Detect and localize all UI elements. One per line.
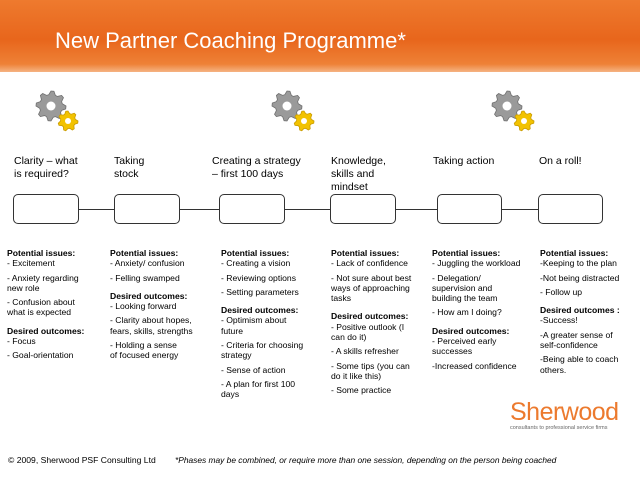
stage-column-on-a-roll: Potential issues:-Keeping to the plan -No…	[540, 248, 635, 379]
stage-label-creating-strategy: Creating a strategy – first 100 days	[212, 155, 301, 180]
potential-issue-item: - How am I doing?	[432, 307, 502, 318]
desired-outcomes-heading: Desired outcomes:	[331, 311, 409, 322]
stage-label-taking-action: Taking action	[433, 155, 495, 167]
desired-outcome-item: - Sense of action	[221, 364, 286, 375]
stage-box-creating-strategy	[219, 194, 285, 224]
desired-outcome-item: - Focus	[7, 336, 36, 347]
logo-name: Sherwood	[510, 398, 619, 426]
potential-issues-heading: Potential issues:	[331, 248, 400, 258]
stage-connector	[79, 209, 114, 210]
gears-icon	[34, 88, 80, 134]
stage-box-on-a-roll	[538, 194, 603, 224]
desired-outcome-item: -Being able to coach others.	[540, 354, 619, 375]
title-bar: New Partner Coaching Programme*	[0, 0, 640, 72]
desired-outcomes-heading: Desired outcomes:	[7, 325, 85, 336]
potential-issue-item: -Keeping to the plan	[540, 258, 617, 269]
potential-issue-item: - Delegation/ supervision and building t…	[432, 272, 498, 304]
potential-issue-item: - Anxiety regarding new role	[7, 272, 79, 293]
potential-issue-item: - Setting parameters	[221, 286, 299, 297]
potential-issue-item: -Not being distracted	[540, 272, 620, 283]
stage-label-clarity: Clarity – what is required?	[14, 155, 78, 180]
desired-outcome-item: - Criteria for choosing strategy	[221, 340, 304, 361]
stage-column-creating-strategy: Potential issues:- Creating a vision - Re…	[221, 248, 321, 404]
potential-issue-item: - Juggling the workload	[432, 258, 521, 269]
potential-issue-item: - Follow up	[540, 286, 583, 297]
desired-outcomes-heading: Desired outcomes:	[432, 325, 510, 336]
potential-issue-item: - Felling swamped	[110, 272, 180, 283]
desired-outcome-item: - A plan for first 100 days	[221, 378, 296, 400]
stage-column-clarity: Potential issues:- Excitement - Anxiety r…	[7, 248, 107, 365]
desired-outcome-item: - Goal-orientation	[7, 350, 74, 361]
stage-column-knowledge: Potential issues:- Lack of confidence - N…	[331, 248, 426, 400]
stage-column-taking-stock: Potential issues:- Anxiety/ confusion - F…	[110, 248, 210, 365]
gears-icon	[270, 88, 316, 134]
stage-connector	[180, 209, 219, 210]
stage-connector	[285, 209, 330, 210]
potential-issue-item: - Not sure about best ways of approachin…	[331, 272, 412, 304]
stage-box-clarity	[13, 194, 79, 224]
stage-box-knowledge	[330, 194, 396, 224]
stage-label-taking-stock: Taking stock	[114, 155, 145, 180]
potential-issue-item: - Lack of confidence	[331, 258, 408, 269]
gears-icon	[490, 88, 536, 134]
desired-outcome-item: - Optimism about future	[221, 315, 287, 336]
copyright-text: © 2009, Sherwood PSF Consulting Ltd	[8, 455, 156, 465]
potential-issues-heading: Potential issues:	[540, 248, 609, 258]
desired-outcome-item: -A greater sense of self-confidence	[540, 329, 613, 351]
desired-outcome-item: - Some practice	[331, 385, 392, 396]
desired-outcome-item: - Some tips (you can do it like this)	[331, 360, 410, 381]
desired-outcome-item: - Looking forward	[110, 301, 177, 312]
potential-issues-heading: Potential issues:	[110, 248, 179, 258]
desired-outcomes-heading: Desired outcomes:	[221, 305, 299, 316]
stage-label-knowledge: Knowledge, skills and mindset	[331, 155, 386, 193]
potential-issue-item: - Creating a vision	[221, 258, 291, 269]
stage-connector	[502, 209, 538, 210]
stage-column-taking-action: Potential issues:- Juggling the workload…	[432, 248, 532, 375]
desired-outcome-item: - A skills refresher	[331, 346, 399, 357]
potential-issue-item: - Reviewing options	[221, 272, 296, 283]
desired-outcome-item: -Increased confidence	[432, 360, 517, 371]
potential-issue-item: - Excitement	[7, 258, 55, 269]
potential-issues-heading: Potential issues:	[221, 248, 290, 258]
desired-outcome-item: - Positive outlook (I can do it)	[331, 321, 405, 343]
desired-outcomes-heading: Desired outcomes:	[110, 290, 188, 301]
potential-issue-item: - Anxiety/ confusion	[110, 258, 185, 269]
logo-tagline: consultants to professional service firm…	[510, 425, 608, 431]
stage-box-taking-stock	[114, 194, 180, 224]
desired-outcome-item: - Perceived early successes	[432, 336, 497, 357]
desired-outcome-item: - Holding a sense of focused energy	[110, 340, 179, 361]
desired-outcome-item: - Clarity about hopes, fears, skills, st…	[110, 315, 193, 336]
footnote-text: *Phases may be combined, or require more…	[175, 455, 557, 465]
desired-outcomes-heading: Desired outcomes :	[540, 305, 620, 316]
stage-label-on-a-roll: On a roll!	[539, 155, 582, 167]
potential-issues-heading: Potential issues:	[432, 248, 501, 258]
potential-issue-item: - Confusion about what is expected	[7, 297, 75, 318]
desired-outcome-item: -Success!	[540, 315, 578, 326]
potential-issues-heading: Potential issues:	[7, 248, 76, 258]
stage-connector	[396, 209, 437, 210]
stage-box-taking-action	[437, 194, 502, 224]
sherwood-logo: Sherwood consultants to professional ser…	[510, 398, 630, 431]
page-title: New Partner Coaching Programme*	[55, 28, 406, 53]
